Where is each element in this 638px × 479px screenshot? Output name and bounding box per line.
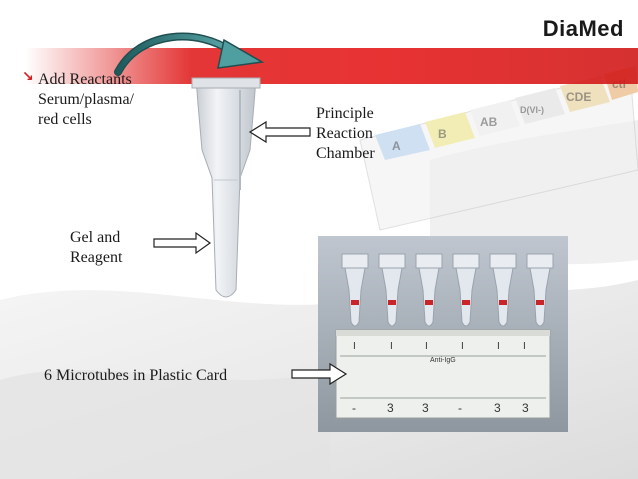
photo-microtube [526,253,554,327]
card-bottom-mark: - [352,401,356,415]
label-microtubes-card: 6 Microtubes in Plastic Card [44,367,228,384]
photo-microtube [415,253,443,327]
card-bottom-mark: - [458,401,462,415]
bg-label-b: B [438,127,447,141]
card-top-mark: I [390,341,393,352]
bg-label-cde: CDE [566,90,591,104]
card-bottom-mark: 3 [422,401,429,415]
bullet-arrow-icon: ↘ [22,69,34,85]
arrow-to-chamber [248,120,311,144]
photo-microtube [489,253,517,327]
card-top-mark: I [497,341,500,352]
card-bottom-mark: 3 [522,401,529,415]
bg-label-a: A [392,139,401,153]
microtube [191,77,261,298]
background-card [359,66,638,231]
card-title: Anti-IgG [430,357,456,364]
card-top-mark: I [461,341,464,352]
label-gel-reagent: Gel and Reagent [70,229,123,266]
header-band [0,48,638,84]
label-add-reactants: Add Reactants Serum/plasma/ red cells [38,71,134,128]
card-bottom-mark: 3 [494,401,501,415]
card-bottom-mark: 3 [387,401,394,415]
arrow-to-card [291,362,348,386]
curved-arrow [114,32,265,76]
photo-microtube [452,253,480,327]
photo-microtube [341,253,369,327]
bg-label-ab: AB [480,115,498,129]
card-top-mark: I [353,341,356,352]
photo-microtube [378,253,406,327]
card-marks: I I I I I I Anti-IgG - 3 3 - 3 3 [352,341,529,415]
card-photo [318,236,568,432]
diamed-logo: DiaMed [542,16,624,41]
card-top-mark: I [425,341,428,352]
arrow-to-gel [153,231,212,255]
six-microtubes [341,253,554,327]
label-principle-chamber: Principle Reaction Chamber [316,105,375,162]
bg-label-dvi: D(VI-) [520,105,544,115]
card-top-mark: I [523,341,526,352]
